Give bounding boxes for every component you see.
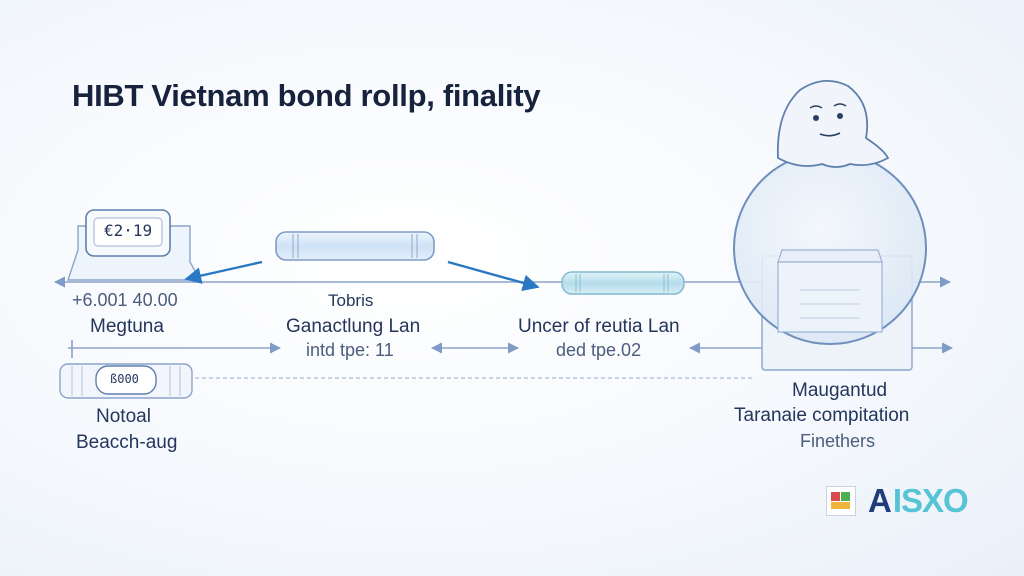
teal-pill-icon	[561, 271, 685, 295]
left-device-icon	[67, 209, 202, 281]
left-amount: +6.001 40.00	[72, 290, 178, 310]
right-label-line3: Finethers	[800, 431, 876, 451]
pill-reading: ß000	[110, 372, 139, 386]
brand-text: ISXO	[892, 482, 969, 519]
bottom-left-pill-icon	[59, 363, 193, 399]
accent-arrow-left	[184, 260, 263, 284]
middle-left-label-line2: Ganactlung Lan	[286, 316, 421, 337]
middle-left-sublabel: intd tpe: 11	[306, 340, 394, 360]
bottom-left-label-line2: Beacch-aug	[76, 432, 178, 453]
right-label-line1: Maugantud	[792, 380, 888, 401]
flag-icon	[826, 486, 856, 516]
brand-logo: A ISXO	[826, 482, 969, 520]
brand-mark: A	[868, 482, 892, 519]
right-label-line2: Taranaie compitation	[734, 405, 910, 426]
middle-right-label: Uncer of reutia Lan	[518, 316, 680, 337]
device-reading: €2·19	[104, 221, 153, 240]
right-globe-illustration	[733, 151, 927, 371]
bottom-left-label-line1: Notoal	[96, 406, 151, 427]
middle-right-sublabel: ded tpe.02	[556, 340, 642, 360]
diagram-title: HIBT Vietnam bond rollp, finality	[72, 78, 541, 113]
middle-bond-pill-icon	[275, 231, 435, 261]
left-label: Megtuna	[90, 316, 164, 337]
brand-wordmark: A ISXO	[868, 482, 969, 520]
middle-left-label-line1: Tobris	[328, 291, 374, 310]
mascot-icon	[776, 80, 890, 168]
accent-arrow-right	[447, 260, 540, 292]
